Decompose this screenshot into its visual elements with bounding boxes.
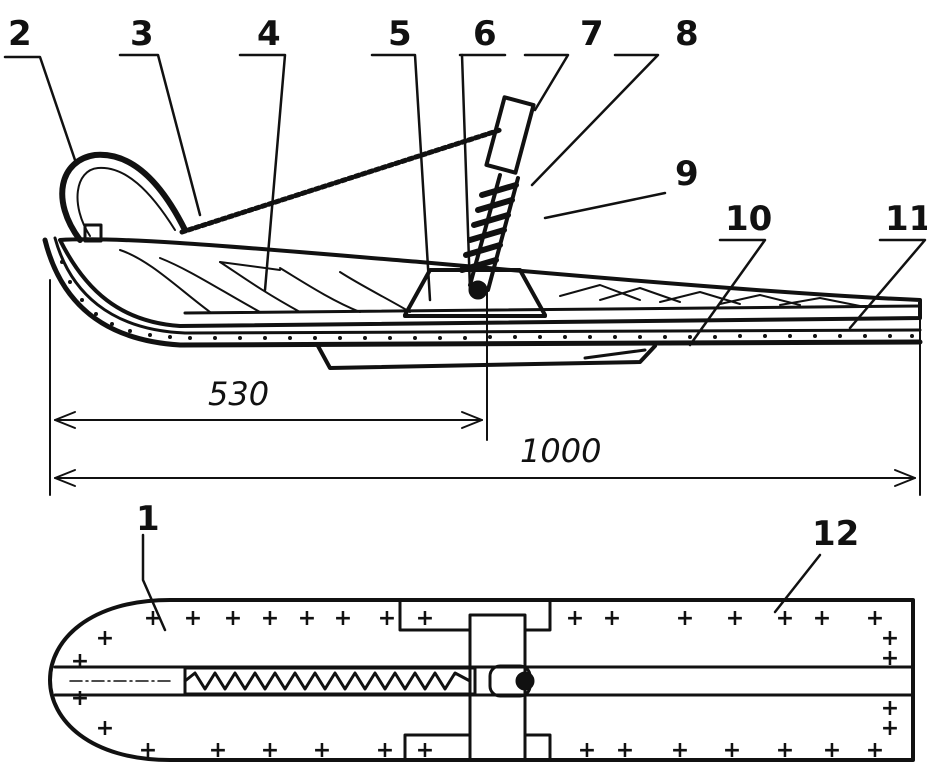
label-3: 3	[130, 14, 154, 54]
svg-text:+: +	[726, 606, 744, 631]
svg-text:+: +	[823, 738, 841, 763]
svg-text:+: +	[224, 606, 242, 631]
rivets: ++++ ++++ ++++ +++ ++++ ++++ ++++ ++++ +…	[71, 606, 899, 763]
shock-strut	[459, 95, 536, 292]
label-1: 1	[136, 499, 160, 539]
svg-text:+: +	[139, 738, 157, 763]
label-8: 8	[675, 14, 699, 54]
label-7: 7	[580, 14, 604, 54]
runner-dots	[60, 260, 914, 340]
svg-text:+: +	[416, 738, 434, 763]
label-10: 10	[725, 199, 772, 239]
label-11: 11	[885, 199, 927, 239]
svg-text:+: +	[184, 606, 202, 631]
svg-text:+: +	[776, 606, 794, 631]
top-outline	[48, 598, 915, 762]
svg-text:+: +	[866, 738, 884, 763]
front-hook	[59, 151, 188, 243]
svg-text:+: +	[866, 606, 884, 631]
svg-text:+: +	[71, 649, 89, 674]
label-9: 9	[675, 154, 699, 194]
spring	[459, 182, 519, 273]
label-5: 5	[388, 14, 412, 54]
ski-runner	[42, 237, 923, 348]
dimension-lines	[49, 279, 921, 496]
svg-text:+: +	[723, 738, 741, 763]
svg-text:+: +	[881, 716, 899, 741]
svg-text:+: +	[298, 606, 316, 631]
svg-text:+: +	[881, 626, 899, 651]
svg-text:+: +	[71, 686, 89, 711]
label-6: 6	[473, 14, 497, 54]
label-12: 12	[812, 514, 859, 554]
under-plate	[316, 344, 657, 370]
wooden-body	[58, 237, 922, 328]
svg-text:+: +	[313, 738, 331, 763]
svg-text:+: +	[671, 738, 689, 763]
label-2: 2	[8, 14, 32, 54]
leader-lines	[3, 53, 927, 632]
svg-text:+: +	[96, 626, 114, 651]
svg-text:+: +	[376, 738, 394, 763]
nut-housing	[484, 95, 536, 175]
side-view	[42, 95, 923, 370]
svg-text:+: +	[616, 738, 634, 763]
dimension-530: 530	[208, 375, 269, 413]
svg-text:+: +	[776, 738, 794, 763]
svg-text:+: +	[813, 606, 831, 631]
svg-text:+: +	[96, 716, 114, 741]
svg-text:+: +	[378, 606, 396, 631]
top-spring	[183, 671, 472, 691]
svg-text:+: +	[209, 738, 227, 763]
svg-text:+: +	[261, 606, 279, 631]
svg-text:+: +	[144, 606, 162, 631]
top-mount-block	[468, 613, 527, 762]
svg-text:+: +	[334, 606, 352, 631]
svg-text:+: +	[603, 606, 621, 631]
part-labels: 2 3 4 5 6 7 8 9 10 11 1 12	[8, 14, 927, 554]
svg-text:+: +	[676, 606, 694, 631]
dimension-1000: 1000	[520, 432, 601, 470]
svg-text:+: +	[578, 738, 596, 763]
svg-text:+: +	[416, 606, 434, 631]
top-view	[48, 598, 915, 762]
svg-text:+: +	[261, 738, 279, 763]
tension-cable	[179, 127, 503, 235]
svg-text:+: +	[881, 646, 899, 671]
label-4: 4	[257, 14, 281, 54]
svg-text:+: +	[566, 606, 584, 631]
wood-grain	[119, 249, 861, 313]
svg-text:+: +	[881, 696, 899, 721]
